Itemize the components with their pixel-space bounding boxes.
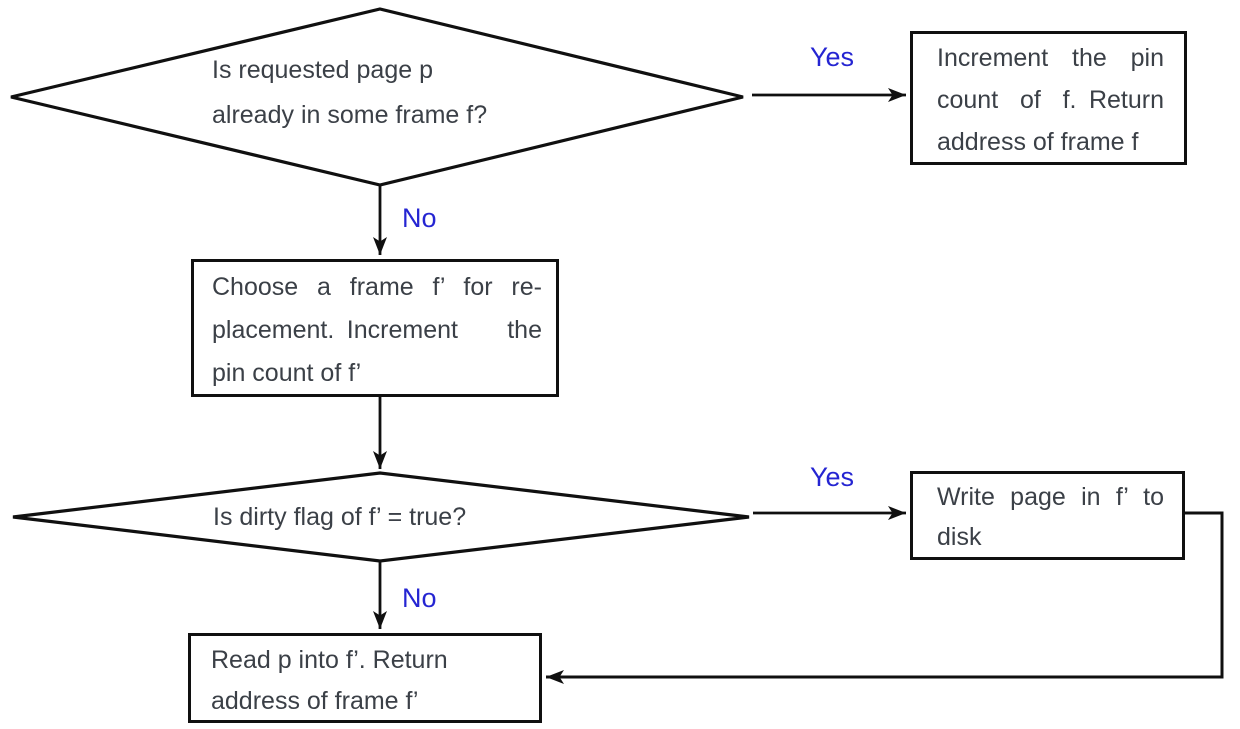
process-line: Read p into f’. Return [211, 646, 448, 674]
process-box-write-page-to-disk: Write page in f’ to disk [910, 471, 1185, 560]
edge-label-yes-top: Yes [810, 42, 855, 72]
process-line: count of f. Return [937, 86, 1164, 114]
process-line: placement. Increment the [212, 316, 542, 344]
process-box-choose-replacement-frame: Choose a frame f’ for re- placement. Inc… [191, 259, 559, 397]
decision-text-page-in-frame: Is requested page p already in some fram… [212, 48, 487, 138]
decision-line: Is requested page p [212, 56, 433, 84]
process-line: pin count of f’ [212, 359, 362, 387]
process-line: address of frame f’ [211, 687, 419, 715]
decision-text-dirty-flag: Is dirty flag of f’ = true? [213, 495, 466, 540]
process-line: Write page in f’ to [937, 483, 1164, 511]
decision-line: Is dirty flag of f’ = true? [213, 503, 467, 531]
edge-label-no-top: No [402, 203, 437, 233]
connector-write-to-read-box [546, 511, 1224, 684]
process-line: disk [937, 523, 982, 551]
process-box-increment-pin-count: Increment the pin count of f. Return add… [910, 31, 1187, 165]
process-box-read-page-into-frame: Read p into f’. Return address of frame … [188, 633, 542, 723]
edge-label-yes-bottom: Yes [810, 462, 855, 492]
process-line: Increment the pin [937, 44, 1164, 72]
edge-label-no-bottom: No [402, 583, 437, 613]
process-line: Choose a frame f’ for re- [212, 273, 542, 301]
process-line: address of frame f [937, 128, 1139, 156]
decision-line: already in some frame f? [212, 101, 488, 129]
